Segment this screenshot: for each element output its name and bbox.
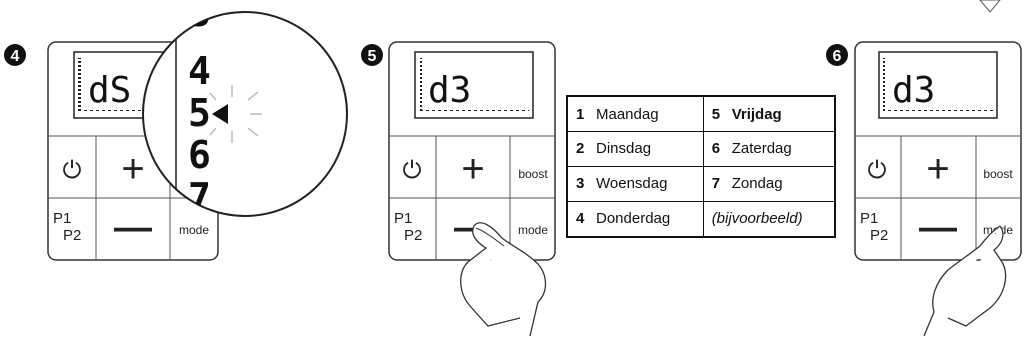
plus-button-5[interactable]: + [461, 147, 484, 191]
thermostat-6-screen [878, 51, 998, 119]
blink-rays-icon [209, 85, 262, 143]
boost-button-6[interactable]: boost [983, 167, 1013, 181]
example-note: (bijvoorbeeld) [702, 200, 836, 238]
hand-finger-5 [475, 227, 505, 247]
step-6-number: 6 [833, 48, 842, 65]
minus-button-6[interactable]: — [919, 207, 957, 249]
magnifier-digit-4: 4 [188, 49, 211, 93]
screen-5-display: d3 [428, 70, 471, 111]
mode-button-5[interactable]: mode [518, 223, 548, 237]
p1-label-4[interactable]: P1 [53, 210, 71, 227]
step-4-badge [4, 44, 26, 66]
magnifier-content: 3 4 5 6 7 [175, 0, 211, 216]
step-6-badge [826, 44, 848, 66]
magnifier-digit-6: 6 [188, 133, 211, 177]
p1-label-5[interactable]: P1 [394, 210, 412, 227]
magnifier-circle [142, 11, 348, 217]
step-5-number: 5 [368, 48, 377, 65]
power-button-5[interactable]: ⏻ [403, 157, 422, 184]
screen-6-scale-left [883, 58, 886, 112]
minus-button-4[interactable]: — [114, 207, 152, 249]
hand-partial-top-icon [979, 0, 1001, 13]
screen-4-scale-left [78, 58, 81, 112]
p1-label-6[interactable]: P1 [860, 210, 878, 227]
mode-button-4[interactable]: mode [179, 223, 209, 237]
step-5-badge [361, 44, 383, 66]
screen-6-scale-bottom [885, 110, 993, 113]
step-4-number: 4 [11, 48, 20, 65]
hand-pointer-6-icon [923, 225, 1007, 337]
p2-label-4[interactable]: P2 [63, 227, 81, 244]
screen-4-display: dS [88, 70, 131, 111]
plus-button-4[interactable]: + [121, 147, 144, 191]
step-5-group: 5 d3 ⏻ + boost P1 P2 — mode [361, 41, 556, 337]
power-button-6[interactable]: ⏻ [868, 157, 887, 184]
selection-arrow-icon [212, 104, 228, 124]
power-button-4[interactable]: ⏻ [63, 157, 82, 184]
magnifier-digit-5: 5 [188, 91, 211, 135]
hand-pointer-5-icon [460, 222, 547, 337]
screen-6-display: d3 [892, 70, 935, 111]
boost-button-5[interactable]: boost [518, 167, 548, 181]
step-4-group: 4 dS ⏻ + P1 P2 — mode 3 4 5 6 7 [4, 0, 348, 261]
screen-4-scale-bottom [80, 110, 190, 113]
screen-5-scale-left [419, 58, 422, 112]
step-6-group: 6 d3 ⏻ + boost P1 P2 — mode [826, 0, 1022, 337]
magnifier-digit-3: 3 [188, 0, 211, 35]
p2-label-6[interactable]: P2 [870, 227, 888, 244]
thermostat-5-screen [414, 51, 534, 119]
screen-5-scale-bottom [421, 110, 529, 113]
p2-label-5[interactable]: P2 [404, 227, 422, 244]
plus-button-6[interactable]: + [926, 147, 949, 191]
